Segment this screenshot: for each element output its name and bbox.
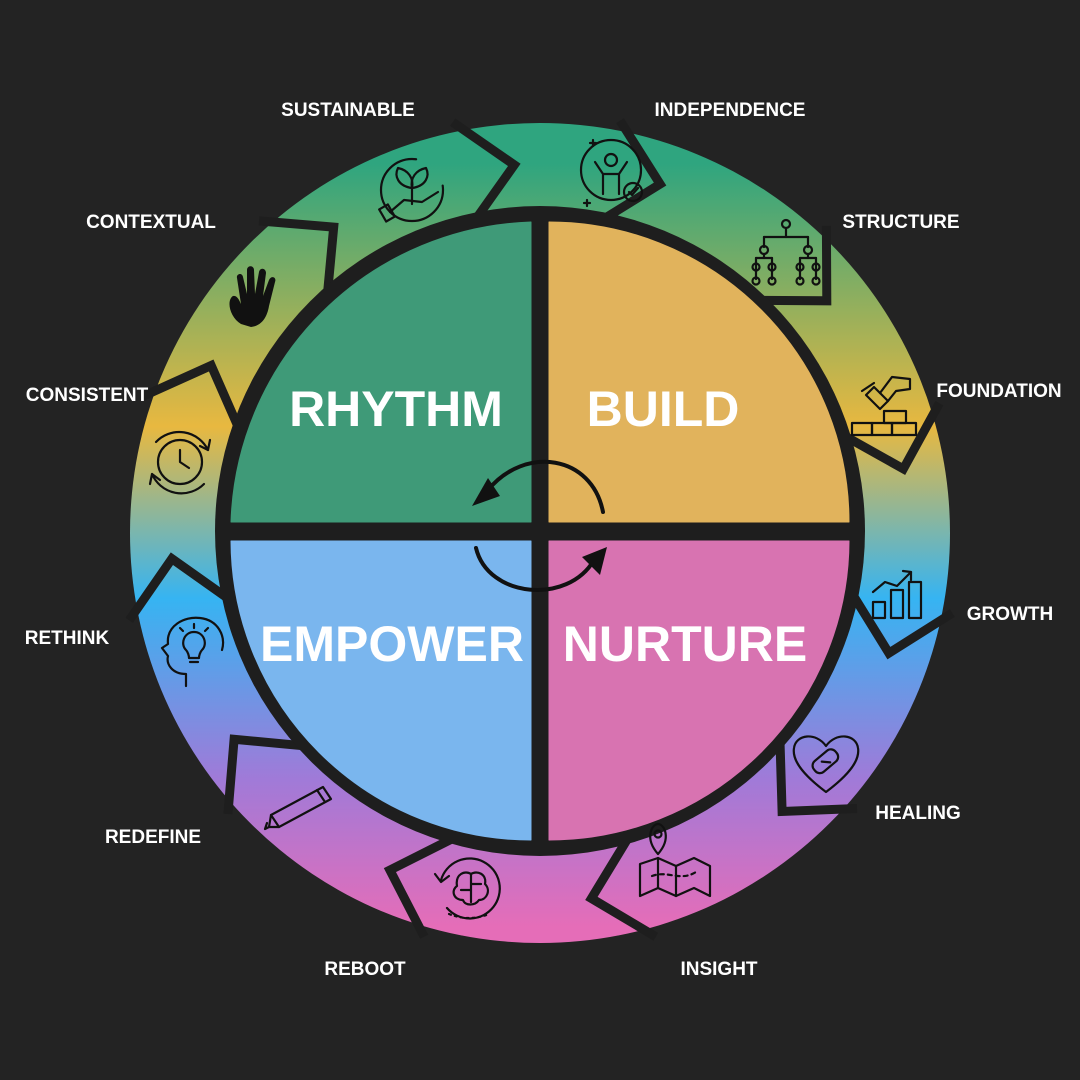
quadrant-label-build: BUILD	[587, 381, 740, 437]
ring-label-rethink: RETHINK	[25, 628, 110, 649]
ring-separator-9	[125, 552, 232, 623]
ring-separator-8	[223, 734, 305, 815]
ring-label-reboot: REBOOT	[324, 959, 406, 980]
cycle-arrow-upper-head	[472, 478, 500, 506]
ring-label-healing: HEALING	[875, 803, 961, 824]
ring-label-structure: STRUCTURE	[842, 212, 959, 233]
ring-label-foundation: FOUNDATION	[936, 381, 1061, 402]
ring-separator-11	[258, 216, 339, 298]
ring-separator-1	[598, 118, 667, 225]
heart-bandage-icon	[792, 735, 860, 794]
svg-text:INSIGHT: INSIGHT	[680, 959, 757, 980]
svg-text:REBOOT: REBOOT	[324, 959, 406, 980]
ring-label-sustainable: SUSTAINABLE	[281, 100, 415, 121]
ring-separator-10	[141, 359, 244, 432]
ring-separator-4	[848, 591, 955, 660]
quadrant-label-rhythm: RHYTHM	[289, 381, 503, 437]
svg-text:STRUCTURE: STRUCTURE	[842, 212, 959, 233]
svg-text:SUSTAINABLE: SUSTAINABLE	[281, 100, 415, 121]
cycle-arrow-lower	[474, 546, 596, 592]
cycle-arrow-lower-head	[582, 547, 607, 575]
svg-text:INDEPENDENCE: INDEPENDENCE	[655, 100, 806, 121]
ring-separator-5	[775, 741, 858, 817]
pencil-icon	[263, 785, 333, 831]
quadrant-empower: EMPOWER	[230, 540, 532, 841]
handprint-icon	[229, 266, 276, 327]
map-pin-icon	[638, 822, 712, 898]
cycle-arrows	[472, 459, 607, 592]
ring-separator-2	[756, 225, 832, 306]
head-lightbulb-icon	[160, 616, 225, 688]
bar-chart-growth-icon	[871, 569, 923, 620]
ring-label-independence: INDEPENDENCE	[655, 100, 806, 121]
ring-separator-7	[383, 834, 455, 939]
clock-cycle-icon	[148, 430, 212, 495]
ring-separator-12	[450, 118, 521, 225]
svg-text:RETHINK: RETHINK	[25, 628, 110, 649]
svg-text:CONTEXTUAL: CONTEXTUAL	[86, 212, 216, 233]
brain-reboot-icon	[433, 857, 501, 920]
quadrant-build: BUILD	[548, 221, 850, 523]
ring-separators	[125, 118, 955, 941]
ring-separator-3	[840, 401, 944, 476]
plant-in-hand-icon	[378, 157, 445, 223]
quadrant-label-nurture: NURTURE	[563, 616, 807, 672]
inner-disk	[215, 206, 865, 856]
quadrant-rhythm: RHYTHM	[230, 221, 532, 523]
svg-text:HEALING: HEALING	[875, 803, 961, 824]
svg-text:FOUNDATION: FOUNDATION	[936, 381, 1061, 402]
svg-text:REDEFINE: REDEFINE	[105, 827, 201, 848]
quadrant-label-empower: EMPOWER	[260, 616, 524, 672]
ring-label-consistent: CONSISTENT	[26, 385, 149, 406]
svg-text:GROWTH: GROWTH	[967, 604, 1054, 625]
ring-label-insight: INSIGHT	[680, 959, 757, 980]
quadrant-nurture: NURTURE	[548, 540, 850, 841]
ring-label-contextual: CONTEXTUAL	[86, 212, 216, 233]
hierarchy-icon	[751, 218, 821, 286]
person-growth-icon	[579, 138, 644, 208]
svg-text:CONSISTENT: CONSISTENT	[26, 385, 149, 406]
cycle-arrow-upper	[486, 459, 605, 514]
ring-label-redefine: REDEFINE	[105, 827, 201, 848]
ring-label-growth: GROWTH	[967, 604, 1054, 625]
ring-separator-6	[585, 836, 659, 941]
hand-with-bricks-icon	[850, 375, 918, 437]
